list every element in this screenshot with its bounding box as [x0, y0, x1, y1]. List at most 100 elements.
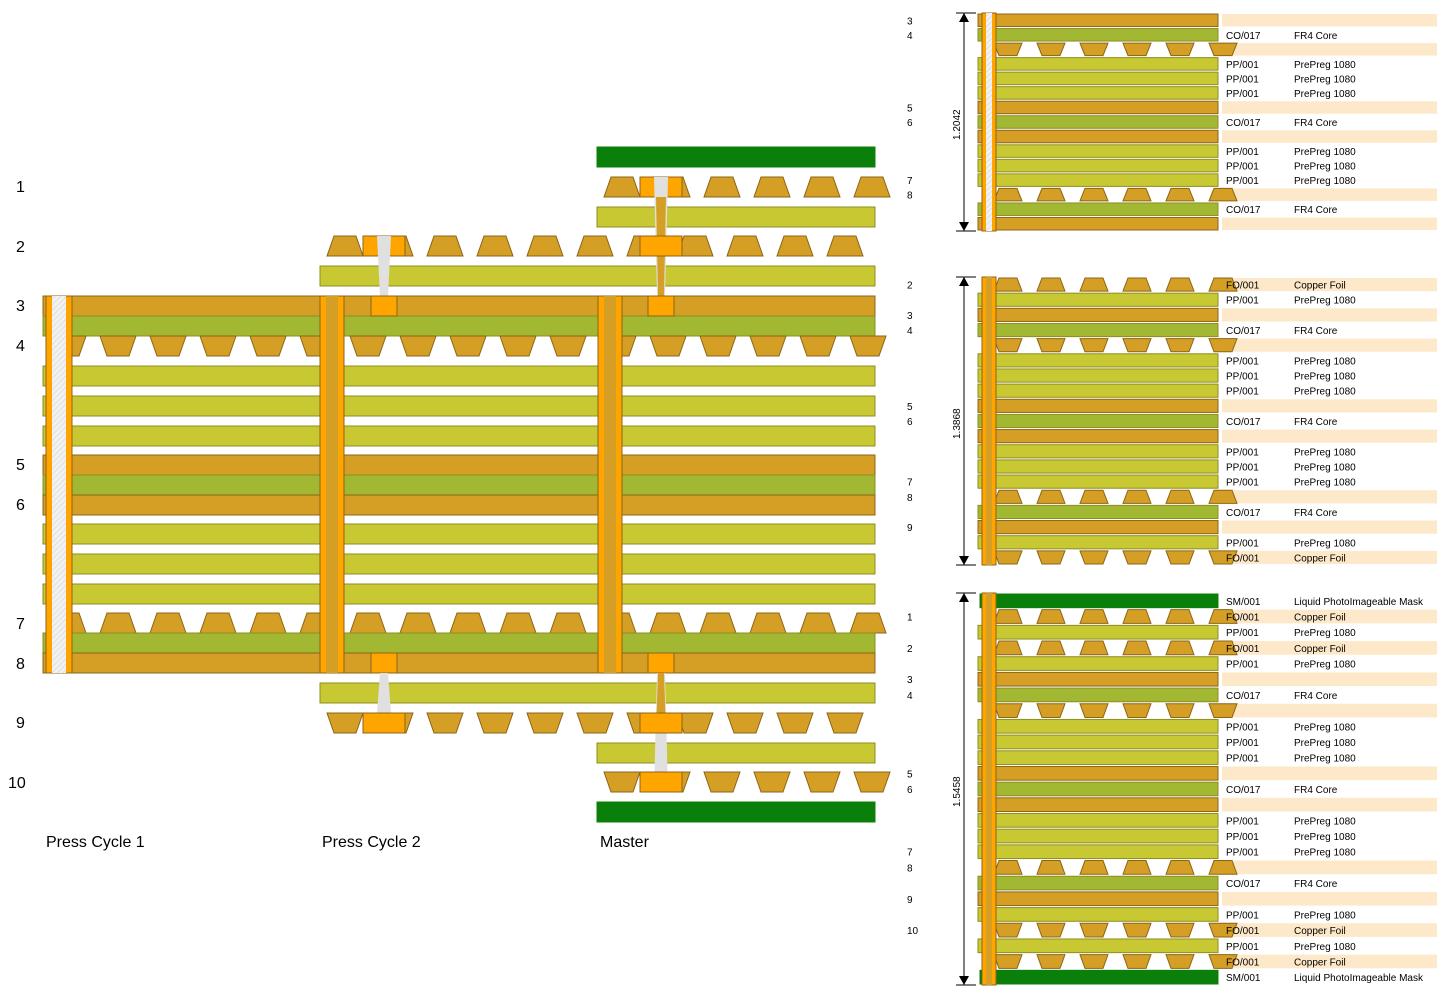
- copper-pad-layer-4: [849, 335, 887, 357]
- stackup-row-bg: [1222, 202, 1437, 216]
- stackup-layer-number: 6: [907, 417, 913, 428]
- stackup-copper: [977, 100, 1219, 115]
- stackup-prepreg: [977, 624, 1219, 640]
- stackup-pad: [1036, 277, 1066, 292]
- copper-pad-layer-9: [826, 712, 864, 734]
- copper-pad-layer-4: [749, 335, 787, 357]
- stackup-core: [977, 687, 1219, 703]
- stackup-material: FR4 Core: [1294, 205, 1338, 216]
- stackup-pad: [1122, 609, 1152, 624]
- stackup-row-bg: [1222, 703, 1437, 718]
- stackup-layer-number: 6: [907, 118, 913, 129]
- stackup-material: Copper Foil: [1294, 613, 1346, 624]
- microvia-land: [370, 295, 398, 317]
- stackup-row-bg: [1222, 688, 1437, 702]
- stackup-row-bg: [1222, 101, 1437, 114]
- copper-pad-layer-10: [753, 771, 791, 793]
- stackup-code: PP/001: [1226, 832, 1259, 843]
- stackup-core: [977, 875, 1219, 891]
- stackup-copper: [977, 129, 1219, 144]
- stackup-code: PP/001: [1226, 387, 1259, 398]
- stackup-pad: [1079, 703, 1109, 718]
- stackup-pad: [1208, 187, 1238, 202]
- stackup-layer-number: 7: [907, 848, 913, 859]
- stackup-code: FO/001: [1226, 553, 1260, 564]
- copper-pad-layer-7: [199, 612, 237, 634]
- copper-pad-layer-4: [349, 335, 387, 357]
- stackup-pad: [1079, 550, 1109, 565]
- stackup-copper: [977, 671, 1219, 687]
- stackup-row-bg: [1222, 28, 1437, 42]
- stackup-copper: [977, 765, 1219, 781]
- microvia-land: [370, 652, 398, 674]
- stackup-row-bg: [1222, 782, 1437, 796]
- stackup-material: Liquid PhotoImageable Mask: [1294, 973, 1424, 984]
- stackup-row-bg: [1222, 672, 1437, 687]
- stackup-layer-number: 2: [907, 281, 913, 292]
- stackup-mask: [979, 969, 1219, 985]
- stackup-code: PP/001: [1226, 942, 1259, 953]
- stackup-code: SM/001: [1226, 597, 1261, 608]
- prepreg-layer: [319, 682, 876, 704]
- stackup-code: PP/001: [1226, 738, 1259, 749]
- layer-number: 1: [16, 179, 25, 196]
- stackup-row-bg: [1222, 86, 1437, 100]
- stackup-row-bg: [1222, 293, 1437, 307]
- copper-layer-5: [42, 454, 876, 476]
- copper-pad-layer-1: [853, 176, 891, 198]
- stackup-code: FO/001: [1226, 957, 1260, 968]
- stackup-pad: [1079, 42, 1109, 57]
- stackup-code: CO/017: [1226, 879, 1261, 890]
- stackup-layer-number: 8: [907, 863, 913, 874]
- stackup-core: [977, 781, 1219, 797]
- copper-pad-layer-2: [726, 235, 764, 257]
- stackup-row-bg: [1222, 550, 1437, 564]
- copper-pad-layer-4: [399, 335, 437, 357]
- stackup-material: Copper Foil: [1294, 926, 1346, 937]
- stackup-pad: [993, 860, 1023, 875]
- stackup-pad: [1122, 187, 1152, 202]
- stackup-pad: [1122, 860, 1152, 875]
- stackup-material: PrePreg 1080: [1294, 910, 1356, 921]
- stackup-code: PP/001: [1226, 89, 1259, 100]
- stackup-prepreg: [977, 444, 1219, 459]
- stackup-material: FR4 Core: [1294, 31, 1338, 42]
- copper-pad-layer-2: [526, 235, 564, 257]
- stackup-layer-number: 2: [907, 644, 913, 655]
- microvia-pad: [639, 235, 683, 257]
- stackup-row-bg: [1222, 338, 1437, 352]
- microvia-pad: [639, 771, 683, 793]
- stackup-layer-number: 8: [907, 493, 913, 504]
- stackup-prepreg: [977, 535, 1219, 550]
- stackup-code: PP/001: [1226, 660, 1259, 671]
- stackup-row-bg: [1222, 609, 1437, 624]
- copper-pad-layer-2: [826, 235, 864, 257]
- stackup-material: FR4 Core: [1294, 691, 1338, 702]
- prepreg-layer: [42, 395, 876, 417]
- stackup-layer-number: 9: [907, 523, 913, 534]
- stackup-pad: [1165, 277, 1195, 292]
- microvia-land: [647, 652, 675, 674]
- stackup-core: [977, 322, 1219, 338]
- prepreg-layer: [42, 523, 876, 545]
- caption-press-cycle-1: Press Cycle 1: [46, 834, 145, 851]
- stackup-pad: [993, 338, 1023, 353]
- prepreg-layer: [42, 365, 876, 387]
- stackup-copper: [977, 398, 1219, 413]
- stackup-material: FR4 Core: [1294, 417, 1338, 428]
- stackup-layer-number: 3: [907, 16, 913, 27]
- stackup-pad: [1036, 187, 1066, 202]
- stackup-code: SM/001: [1226, 973, 1261, 984]
- stackup-row-bg: [1222, 766, 1437, 781]
- copper-pad-layer-7: [499, 612, 537, 634]
- stackup-pad: [1208, 640, 1238, 656]
- stackup-pad: [1036, 609, 1066, 624]
- copper-pad-layer-10: [603, 771, 641, 793]
- copper-pad-layer-7: [349, 612, 387, 634]
- stackup-pad: [1165, 187, 1195, 202]
- stackup-via-core: [986, 593, 992, 985]
- stackup-pad: [993, 187, 1023, 202]
- stackup-pad: [1122, 489, 1152, 504]
- stackup-material: PrePreg 1080: [1294, 848, 1356, 859]
